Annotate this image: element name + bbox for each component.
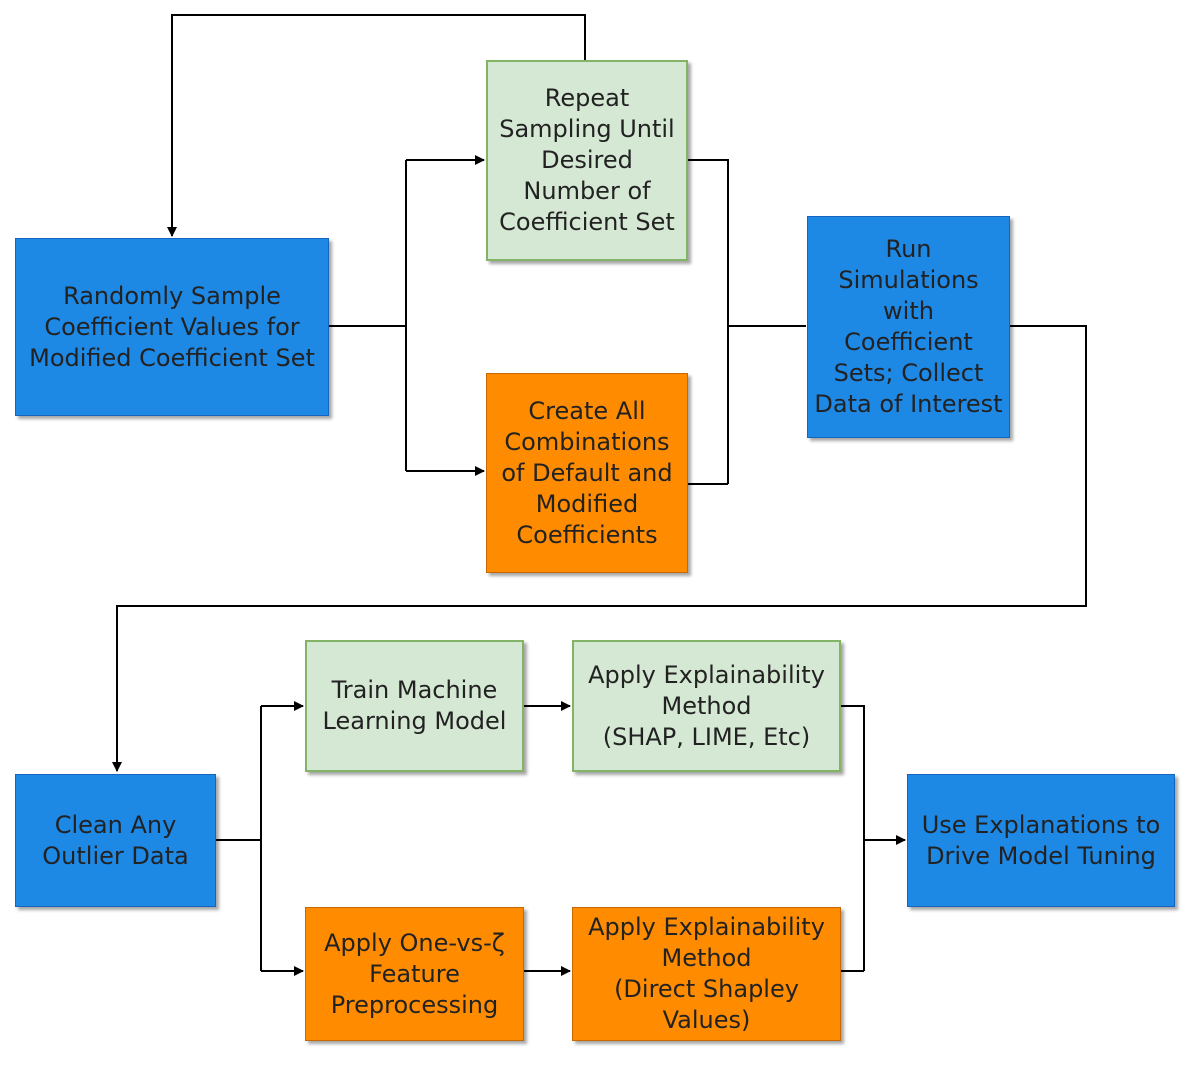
use-explanations-node: Use Explanations to Drive Model Tuning — [907, 774, 1175, 907]
explain-shap-node: Apply Explainability Method (SHAP, LIME,… — [572, 640, 841, 772]
explain-shapley-node: Apply Explainability Method (Direct Shap… — [572, 907, 841, 1041]
loop-back-arrow — [167, 14, 586, 237]
merge-line-repeat — [688, 159, 729, 484]
train-model-label: Train Machine Learning Model — [322, 676, 507, 735]
train-model-node: Train Machine Learning Model — [305, 640, 524, 772]
random-sample-label: Randomly Sample Coefficient Values for M… — [29, 281, 315, 372]
create-combinations-label: Create All Combinations of Default and M… — [501, 396, 673, 549]
explain-shapley-label: Apply Explainability Method (Direct Shap… — [588, 913, 825, 1034]
clean-outliers-label: Clean Any Outlier Data — [42, 810, 189, 870]
random-sample-node: Randomly Sample Coefficient Values for M… — [15, 238, 329, 416]
arrow-to-clean — [112, 325, 1087, 772]
clean-outliers-node: Clean Any Outlier Data — [15, 774, 216, 907]
repeat-sampling-label: Repeat Sampling Until Desired Number of … — [499, 84, 675, 236]
run-simulations-node: Run Simulations with Coefficient Sets; C… — [807, 216, 1010, 438]
create-combinations-node: Create All Combinations of Default and M… — [486, 373, 688, 573]
one-vs-zeta-label: Apply One-vs-ζ Feature Preprocessing — [324, 928, 505, 1019]
run-simulations-label: Run Simulations with Coefficient Sets; C… — [814, 235, 1003, 418]
one-vs-zeta-node: Apply One-vs-ζ Feature Preprocessing — [305, 907, 524, 1041]
use-explanations-label: Use Explanations to Drive Model Tuning — [921, 810, 1161, 870]
repeat-sampling-node: Repeat Sampling Until Desired Number of … — [486, 60, 688, 261]
merge-line-shap — [841, 705, 865, 971]
explain-shap-label: Apply Explainability Method (SHAP, LIME,… — [588, 660, 825, 751]
